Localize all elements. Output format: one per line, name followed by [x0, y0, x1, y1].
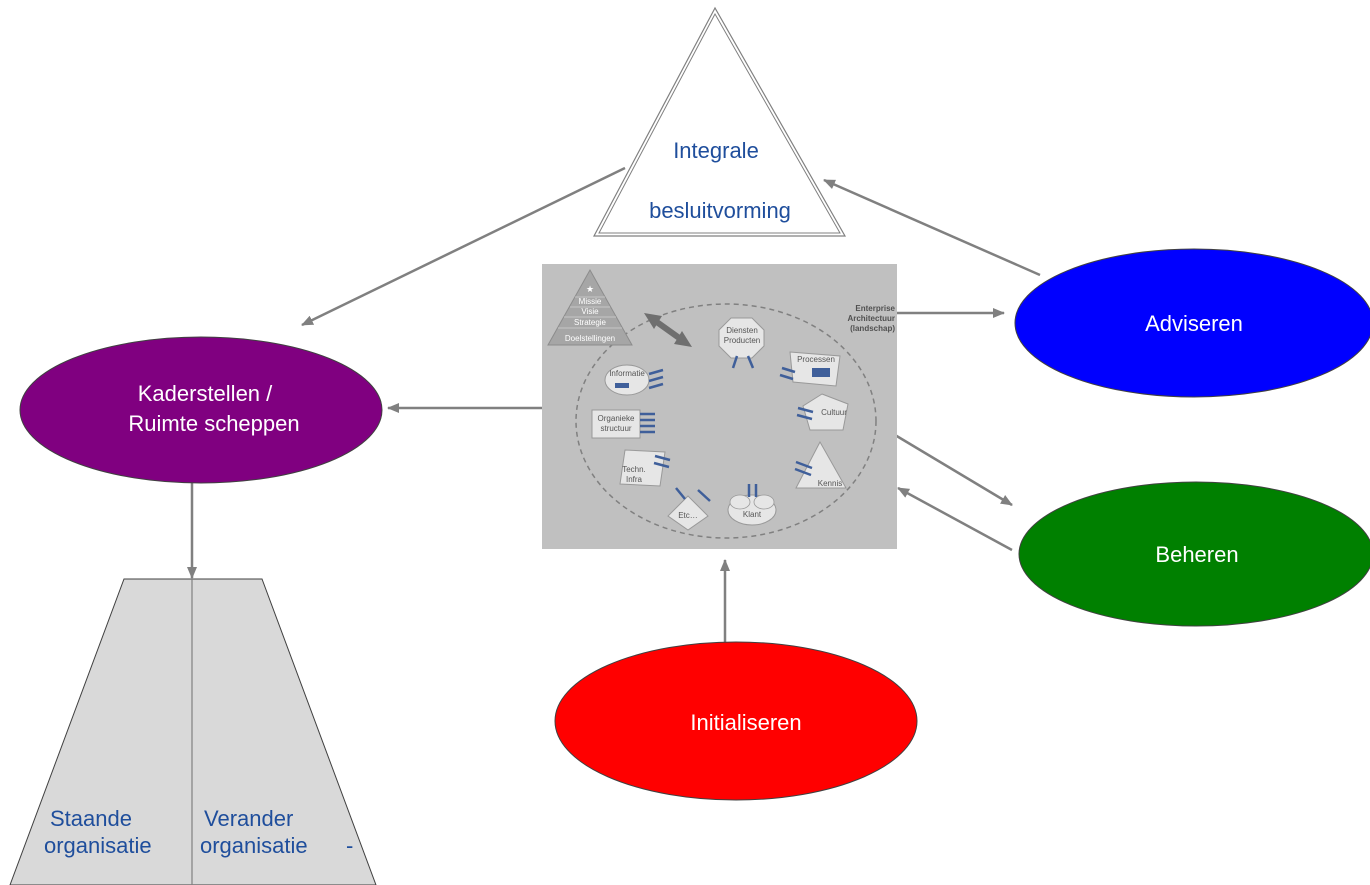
organisatie-node: Staande organisatie Verander organisatie…	[9, 578, 377, 885]
adviseren-ellipse	[1014, 248, 1370, 398]
kaderstellen-ellipse	[19, 336, 383, 484]
svg-text:Diensten: Diensten	[726, 326, 758, 335]
arrow-integrale-to-kaderstellen	[301, 166, 626, 327]
ea-item-etc: Etc…	[667, 487, 711, 531]
integrale-label-line2: besluitvorming	[649, 198, 791, 223]
svg-text:Klant: Klant	[743, 510, 762, 519]
ea-title-line1: Enterprise	[855, 304, 895, 313]
svg-text:Techn.: Techn.	[622, 465, 646, 474]
svg-text:Visie: Visie	[581, 307, 599, 316]
arrow-beheren-to-ea	[897, 486, 1013, 552]
svg-text:Producten: Producten	[724, 336, 760, 345]
svg-text:Strategie: Strategie	[574, 318, 607, 327]
svg-text:Organieke: Organieke	[598, 414, 635, 423]
svg-text:Cultuur: Cultuur	[821, 408, 847, 417]
kaderstellen-label-line1: Kaderstellen /	[138, 381, 273, 406]
svg-text:Etc…: Etc…	[678, 511, 698, 520]
svg-text:Kennis: Kennis	[818, 479, 842, 488]
beheren-label: Beheren	[1155, 542, 1238, 567]
beheren-node: Beheren	[1018, 481, 1370, 627]
star-icon: ★	[586, 285, 594, 295]
verander-label-overflow: -	[346, 833, 353, 858]
svg-text:Doelstellingen: Doelstellingen	[565, 334, 615, 343]
svg-text:Processen: Processen	[797, 355, 835, 364]
adviseren-label: Adviseren	[1145, 311, 1243, 336]
staande-label-line1: Staande	[50, 806, 132, 831]
arrow-ea-to-beheren	[894, 433, 1013, 507]
ea-item-klant: Klant	[727, 484, 777, 526]
double-arrow-icon	[644, 313, 692, 347]
enterprise-architectuur-image: Enterprise Architectuur (landschap) ★ Mi…	[542, 264, 897, 549]
integrale-triangle-inner	[598, 12, 841, 234]
kaderstellen-node: Kaderstellen / Ruimte scheppen	[19, 336, 383, 484]
kaderstellen-label-line2: Ruimte scheppen	[128, 411, 299, 436]
integrale-besluitvorming-node: Integrale besluitvorming	[593, 6, 847, 237]
ea-item-cultuur: Cultuur	[796, 393, 849, 431]
ea-mini-pyramid: ★ Missie Visie Strategie Doelstellingen	[547, 268, 633, 346]
connectors	[187, 166, 1041, 642]
adviseren-node: Adviseren	[1014, 248, 1370, 398]
beheren-ellipse	[1018, 481, 1370, 627]
verander-label-line2: organisatie	[200, 833, 308, 858]
arrow-adviseren-to-integrale	[823, 178, 1041, 277]
staande-label-line2: organisatie	[44, 833, 152, 858]
ea-item-kennis: Kennis	[794, 440, 847, 489]
ea-title-line3: (landschap)	[850, 324, 895, 333]
svg-text:Informatie: Informatie	[609, 369, 645, 378]
organisatie-trapezoid	[9, 578, 377, 885]
integrale-label-line1: Integrale	[673, 138, 759, 163]
ea-item-diensten: Diensten Producten	[718, 317, 765, 369]
ea-item-informatie: Informatie	[604, 364, 664, 396]
ea-title-line2: Architectuur	[847, 314, 895, 323]
ea-item-techn-infra: Techn. Infra	[619, 449, 671, 487]
ea-item-organieke-structuur: Organieke structuur	[591, 409, 655, 439]
svg-text:Missie: Missie	[579, 297, 602, 306]
svg-text:Infra: Infra	[626, 475, 643, 484]
ea-dashed-ring	[575, 303, 877, 539]
ea-item-processen: Processen	[779, 351, 841, 387]
svg-text:structuur: structuur	[600, 424, 631, 433]
verander-label-line1: Verander	[204, 806, 293, 831]
initialiseren-label: Initialiseren	[690, 710, 801, 735]
initialiseren-ellipse	[554, 641, 918, 801]
initialiseren-node: Initialiseren	[554, 641, 918, 801]
